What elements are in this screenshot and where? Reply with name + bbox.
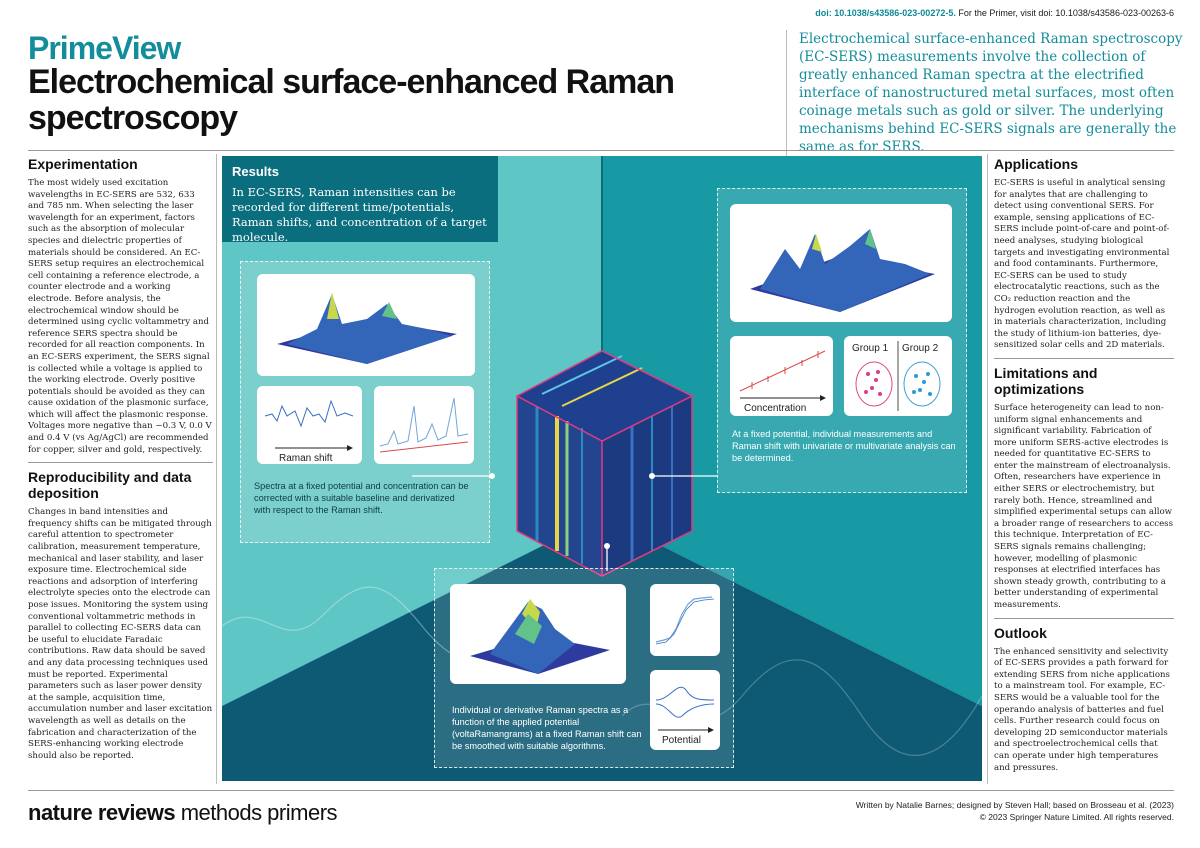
doi-primary[interactable]: doi: 10.1038/s43586-023-00272-5. [815,8,956,18]
outlook-body: The enhanced sensitivity and selectivity… [994,646,1170,773]
concentration-label: Concentration [744,403,806,414]
results-heading: Results [232,164,279,179]
raman-shift-label: Raman shift [279,453,333,464]
copyright-line: © 2023 Springer Nature Limited. All righ… [979,812,1174,822]
right-column: Applications EC-SERS is useful in analyt… [994,154,1174,774]
calibration-plot-icon: Concentration [739,350,826,414]
doi-secondary: For the Primer, visit doi: 10.1038/s4358… [958,8,1174,18]
doi-line: doi: 10.1038/s43586-023-00272-5. For the… [815,8,1174,18]
left-caption: Spectra at a fixed potential and concent… [254,481,469,515]
potential-label: Potential [662,735,701,746]
applications-heading: Applications [994,156,1079,172]
cluster-plot-icon: Group 1 Group 2 [852,341,941,411]
section-divider: Outlook The enhanced sensitivity and sel… [994,617,1174,775]
transient-card [650,584,720,656]
group1-label: Group 1 [852,343,889,354]
experimentation-heading: Experimentation [28,156,138,172]
intro-text: Electrochemical surface-enhanced Raman s… [786,30,1186,156]
results-illustration: Raman shift Spectra at a fixed potential… [222,156,982,781]
surface-plot-card [730,204,952,322]
header-divider [28,150,1174,151]
applications-body: EC-SERS is useful in analytical sensing … [994,178,1170,351]
results-box: Results In EC-SERS, Raman intensities ca… [222,156,498,244]
page-title: Electrochemical surface-enhanced Raman s… [28,63,675,137]
experimentation-body: The most widely used excitation waveleng… [28,178,212,455]
journal-logo: nature reviews methods primers [28,800,338,826]
bottom-caption: Individual or derivative Raman spectra a… [452,705,642,751]
calibration-card: Concentration [730,336,833,416]
voltammogram-plot-icon: Potential [655,686,715,746]
surface-plot-icon [277,292,457,364]
credit-line: Written by Natalie Barnes; designed by S… [855,800,1174,810]
spectrum-plot-icon: Raman shift [264,399,354,464]
transient-plot-icon [655,596,715,645]
data-cube [515,350,694,577]
classification-card: Group 1 Group 2 [844,336,952,416]
reproducibility-heading: Reproducibility and data deposition [28,469,192,502]
section-divider: Reproducibility and data deposition Chan… [28,462,213,762]
baseline-plot-icon [379,397,469,453]
right-caption: At a fixed potential, individual measure… [732,429,956,463]
journal-logo-light: methods primers [175,800,338,825]
outlook-heading: Outlook [994,624,1047,641]
left-column: Experimentation The most widely used exc… [28,154,213,762]
reproducibility-body: Changes in band intensities and frequenc… [28,507,213,761]
journal-logo-bold: nature reviews [28,800,176,825]
section-divider: Limitations and optimizations Surface he… [994,357,1174,612]
limitations-heading: Limitations and optimizations [994,364,1098,397]
voltammogram-card: Potential [650,670,720,750]
footer-credit: Written by Natalie Barnes; designed by S… [856,799,1174,823]
brand-title: PrimeView [28,30,181,66]
surface-plot-icon [470,599,610,674]
surface-plot-icon [750,229,935,312]
limitations-body: Surface heterogeneity can lead to non-un… [994,402,1173,610]
raman-spectrum-card: Raman shift [257,386,362,464]
group2-label: Group 2 [902,343,939,354]
column-separator [216,154,217,784]
footer-divider [28,790,1174,791]
surface-plot-card [257,274,475,376]
column-separator [987,154,988,784]
results-text: In EC-SERS, Raman intensities can be rec… [232,185,487,244]
surface-plot-card [450,584,626,684]
baseline-spectrum-card [374,386,474,464]
